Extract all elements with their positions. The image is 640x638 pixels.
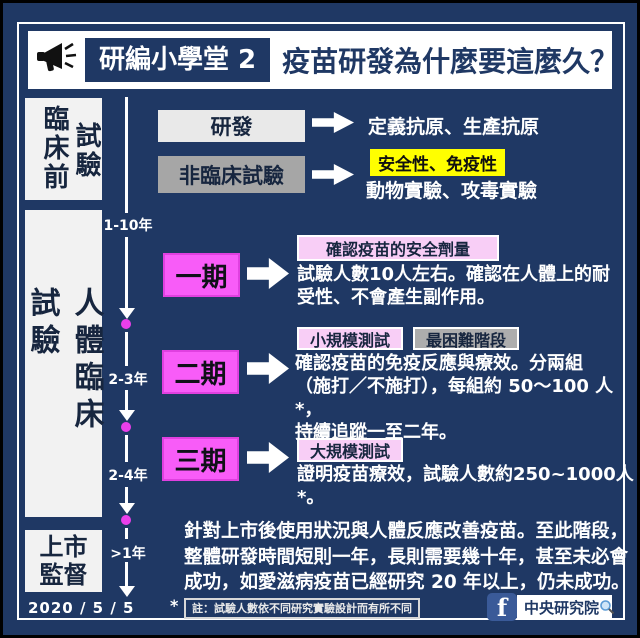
timeline-arrow-icon bbox=[119, 308, 135, 319]
timeline-segment bbox=[125, 237, 128, 310]
rnd-box: 研發 bbox=[158, 110, 305, 142]
timeline-arrow-icon bbox=[119, 410, 135, 421]
header: 研編小學堂 2 疫苗研發為什麼要這麼久？ bbox=[28, 31, 618, 89]
phase3-chip: 三期 bbox=[162, 437, 239, 481]
phase3-desc: 證明疫苗療效，試驗人數約250~1000人*。 bbox=[297, 464, 634, 508]
timeline-segment bbox=[125, 390, 128, 412]
stage-label-clinical-text: 人體臨床試驗 bbox=[24, 286, 104, 435]
frame-border bbox=[17, 22, 625, 620]
timeline-arrow-icon bbox=[119, 586, 135, 597]
stage-label-preclinical-sub: 試驗 bbox=[71, 122, 101, 180]
series-badge: 研編小學堂 2 bbox=[85, 38, 271, 82]
page-title: 疫苗研發為什麼要這麼久？ bbox=[282, 45, 619, 78]
footnote-box: 註：試驗人數依不同研究實驗設計而有所不同 bbox=[184, 598, 420, 619]
search-label: 中央研究院 bbox=[524, 598, 600, 617]
phase2-tag-scale: 小規模測試 bbox=[297, 327, 403, 350]
phase2-tag-difficulty: 最困難階段 bbox=[413, 327, 519, 350]
phase1-chip: 一期 bbox=[163, 253, 240, 297]
nonclinical-box: 非臨床試驗 bbox=[158, 156, 305, 193]
stage-label-preclinical: 臨床前 試驗 bbox=[25, 98, 102, 200]
timeline-duration-3: 2-4年 bbox=[108, 468, 148, 484]
facebook-search-box[interactable]: 中央研究院 bbox=[517, 595, 615, 619]
nonclinical-desc: 動物實驗、攻毒實驗 bbox=[366, 180, 538, 202]
megaphone-icon bbox=[35, 39, 77, 81]
stage-label-market: 上市 監督 bbox=[25, 530, 102, 592]
timeline-dot bbox=[121, 515, 131, 525]
stage-label-preclinical-main: 臨床前 bbox=[39, 105, 69, 192]
phase1-tag: 確認疫苗的安全劑量 bbox=[297, 235, 499, 261]
timeline-arrow-icon bbox=[119, 503, 135, 514]
background-panel bbox=[3, 3, 637, 635]
timeline-duration-1: 1-10年 bbox=[103, 218, 153, 234]
phase3-tag: 大規模測試 bbox=[297, 438, 403, 462]
timeline-duration-2: 2-3年 bbox=[108, 372, 148, 388]
timeline-segment bbox=[125, 435, 128, 462]
stage-label-clinical: 人體臨床試驗 bbox=[25, 210, 104, 517]
phase2-chip: 二期 bbox=[162, 350, 239, 394]
timeline-duration-4: >1年 bbox=[110, 546, 146, 562]
stage-label-market-line1: 上市 bbox=[39, 533, 88, 561]
timeline-segment bbox=[125, 528, 128, 539]
facebook-icon[interactable]: f bbox=[487, 593, 517, 621]
nonclinical-highlight-tag: 安全性、免疫性 bbox=[370, 149, 505, 176]
date-label: 2020 / 5 / 5 bbox=[28, 599, 135, 617]
timeline-segment bbox=[125, 332, 128, 366]
timeline-dot bbox=[121, 422, 131, 432]
phase2-desc: 確認疫苗的免疫反應與療效。分兩組 （施打／不施打），每組約 50～100 人*，… bbox=[295, 353, 614, 443]
rnd-desc: 定義抗原、生產抗原 bbox=[368, 116, 540, 138]
stage-label-market-line2: 監督 bbox=[39, 561, 88, 589]
footnote-asterisk: * bbox=[170, 596, 179, 615]
timeline-segment bbox=[125, 97, 128, 213]
market-desc: 針對上市後使用狀況與人體反應改善疫苗。至此階段， 整體研發時間短則一年，長則需要… bbox=[184, 521, 630, 593]
timeline-dot bbox=[121, 319, 131, 329]
timeline-segment bbox=[125, 487, 128, 504]
magnifier-icon bbox=[599, 599, 615, 615]
timeline-segment bbox=[125, 562, 128, 587]
facebook-letter: f bbox=[496, 593, 508, 621]
phase1-desc: 試驗人數10人左右。確認在人體上的耐 受性、不會產生副作用。 bbox=[297, 264, 611, 308]
